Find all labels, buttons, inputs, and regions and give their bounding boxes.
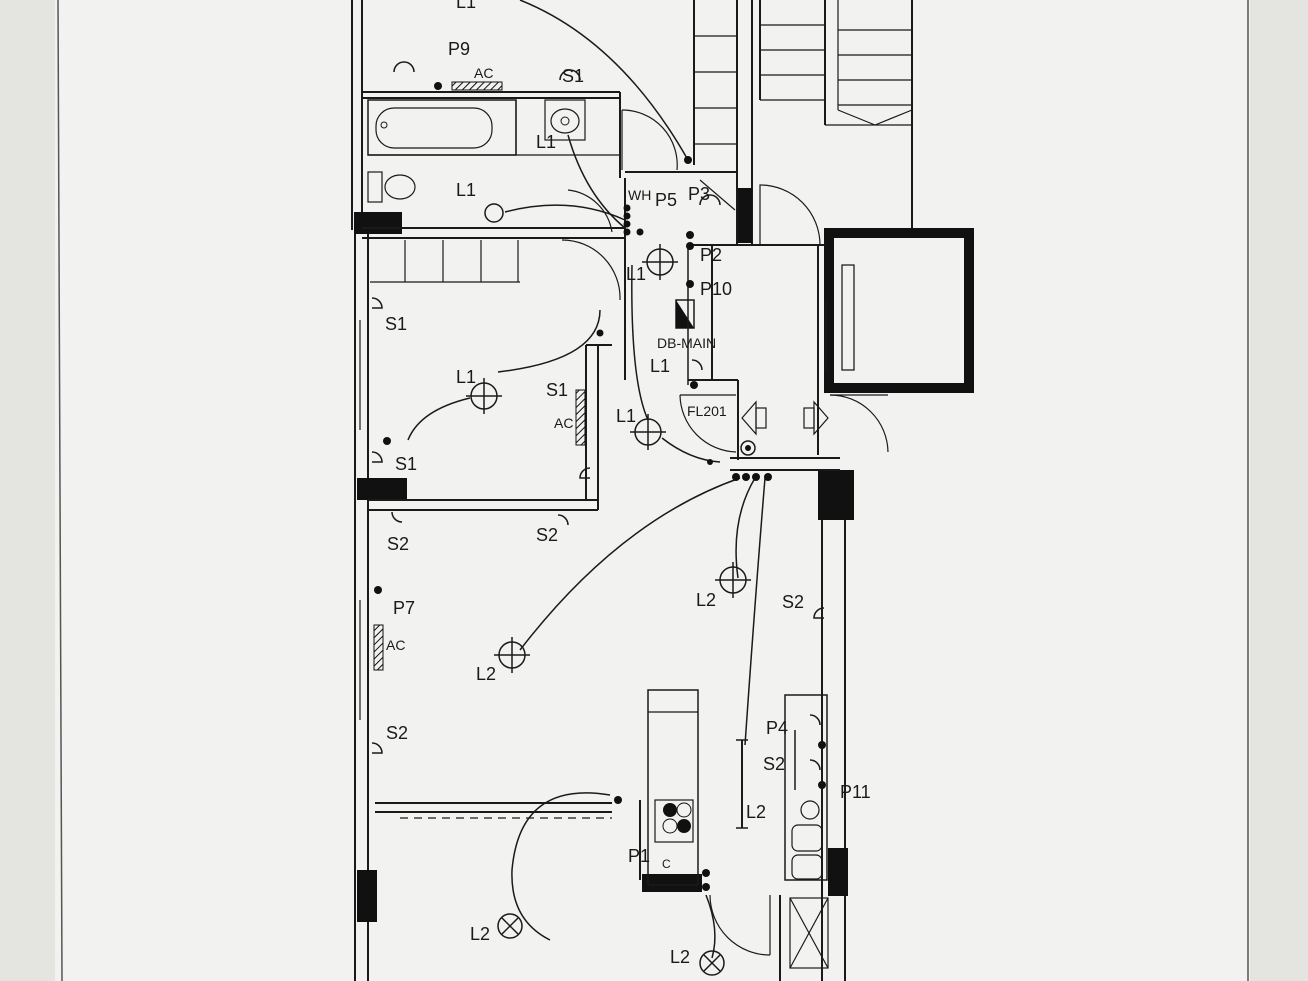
ceiling-light-l1-symbols bbox=[466, 203, 678, 450]
connection-dots bbox=[374, 82, 826, 891]
paper-sheet bbox=[55, 0, 1250, 981]
label-s2-living: S2 bbox=[386, 723, 408, 743]
label-l1-bath: L1 bbox=[456, 180, 476, 200]
label-l2-balcony-b: L2 bbox=[670, 947, 690, 967]
label-ac-bedroom: AC bbox=[554, 415, 573, 431]
wiring bbox=[407, 0, 796, 959]
sink-counter bbox=[784, 694, 828, 881]
plan-labels: L1 P9 AC S1 L1 L1 WH P5 P3 P2 L1 P10 DB-… bbox=[385, 0, 871, 967]
label-p10: P10 bbox=[700, 279, 732, 299]
label-s2-right: S2 bbox=[782, 592, 804, 612]
label-s1-bedroom-c: S1 bbox=[395, 454, 417, 474]
ac-units bbox=[373, 81, 586, 671]
label-l1-db: L1 bbox=[650, 356, 670, 376]
label-p4: P4 bbox=[766, 718, 788, 738]
label-p7: P7 bbox=[393, 598, 415, 618]
label-s2-b: S2 bbox=[536, 525, 558, 545]
label-l1-corridor: L1 bbox=[626, 264, 646, 284]
label-p3: P3 bbox=[688, 184, 710, 204]
toilet bbox=[367, 171, 383, 203]
kitchen-counter bbox=[647, 689, 699, 886]
label-s1-bedroom-a: S1 bbox=[385, 314, 407, 334]
label-l1-hall: L1 bbox=[616, 406, 636, 426]
bedroom-walls bbox=[368, 178, 626, 511]
bathroom bbox=[362, 91, 678, 239]
label-db-main: DB-MAIN bbox=[657, 335, 716, 351]
label-s1-bedroom-b: S1 bbox=[546, 380, 568, 400]
label-l1-basin: L1 bbox=[536, 132, 556, 152]
label-l2-kitchen: L2 bbox=[746, 802, 766, 822]
staircase bbox=[693, 0, 913, 230]
label-p5: P5 bbox=[655, 190, 677, 210]
label-s2-kitchen: S2 bbox=[763, 754, 785, 774]
label-s1-bath: S1 bbox=[562, 66, 584, 86]
ceiling-light-l2-symbols bbox=[494, 562, 751, 976]
label-p2: P2 bbox=[700, 245, 722, 265]
corridor-walls bbox=[625, 171, 889, 471]
label-ac-living: AC bbox=[386, 637, 405, 653]
label-fl201: FL201 bbox=[687, 403, 727, 419]
label-l2-balcony-a: L2 bbox=[470, 924, 490, 944]
label-ac-top: AC bbox=[474, 65, 493, 81]
label-l1-top: L1 bbox=[456, 0, 476, 12]
cooktop bbox=[654, 799, 694, 843]
label-wh: WH bbox=[628, 187, 651, 203]
sheet-border-left bbox=[57, 0, 63, 981]
switch-symbols bbox=[371, 61, 825, 771]
label-l2-right: L2 bbox=[696, 590, 716, 610]
label-p9: P9 bbox=[448, 39, 470, 59]
label-l2-living: L2 bbox=[476, 664, 496, 684]
label-p1: P1 bbox=[628, 846, 650, 866]
label-c: C bbox=[662, 857, 671, 871]
label-l1-bedroom: L1 bbox=[456, 367, 476, 387]
label-s2-a: S2 bbox=[387, 534, 409, 554]
wash-basin bbox=[544, 99, 586, 141]
closet bbox=[370, 240, 520, 283]
elevator-shaft bbox=[824, 228, 974, 393]
living-kitchen-walls bbox=[375, 689, 829, 981]
label-p11: P11 bbox=[840, 782, 871, 802]
